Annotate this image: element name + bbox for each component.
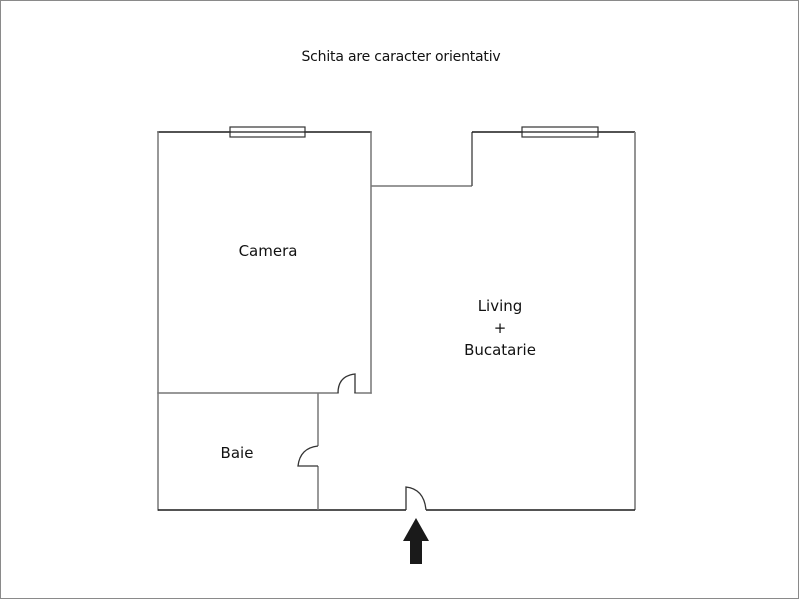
living-label-line1: Living: [477, 297, 523, 315]
camera-walls: [157, 131, 372, 511]
window-camera-icon: [229, 126, 306, 138]
room-label-camera: Camera: [238, 242, 298, 260]
door-camera-icon: [337, 373, 356, 394]
door-entrance-icon: [405, 486, 427, 511]
room-label-living: Living + Bucatarie: [450, 295, 550, 361]
living-label-line2: +: [493, 319, 507, 337]
entrance-arrow-icon: [403, 518, 429, 564]
window-living-icon: [521, 126, 599, 138]
door-baie-icon: [297, 445, 319, 467]
connector-walls: [371, 132, 473, 187]
living-label-line3: Bucatarie: [464, 341, 536, 359]
room-label-baie: Baie: [220, 444, 254, 462]
plan-title: Schita are caracter orientativ: [301, 49, 501, 65]
